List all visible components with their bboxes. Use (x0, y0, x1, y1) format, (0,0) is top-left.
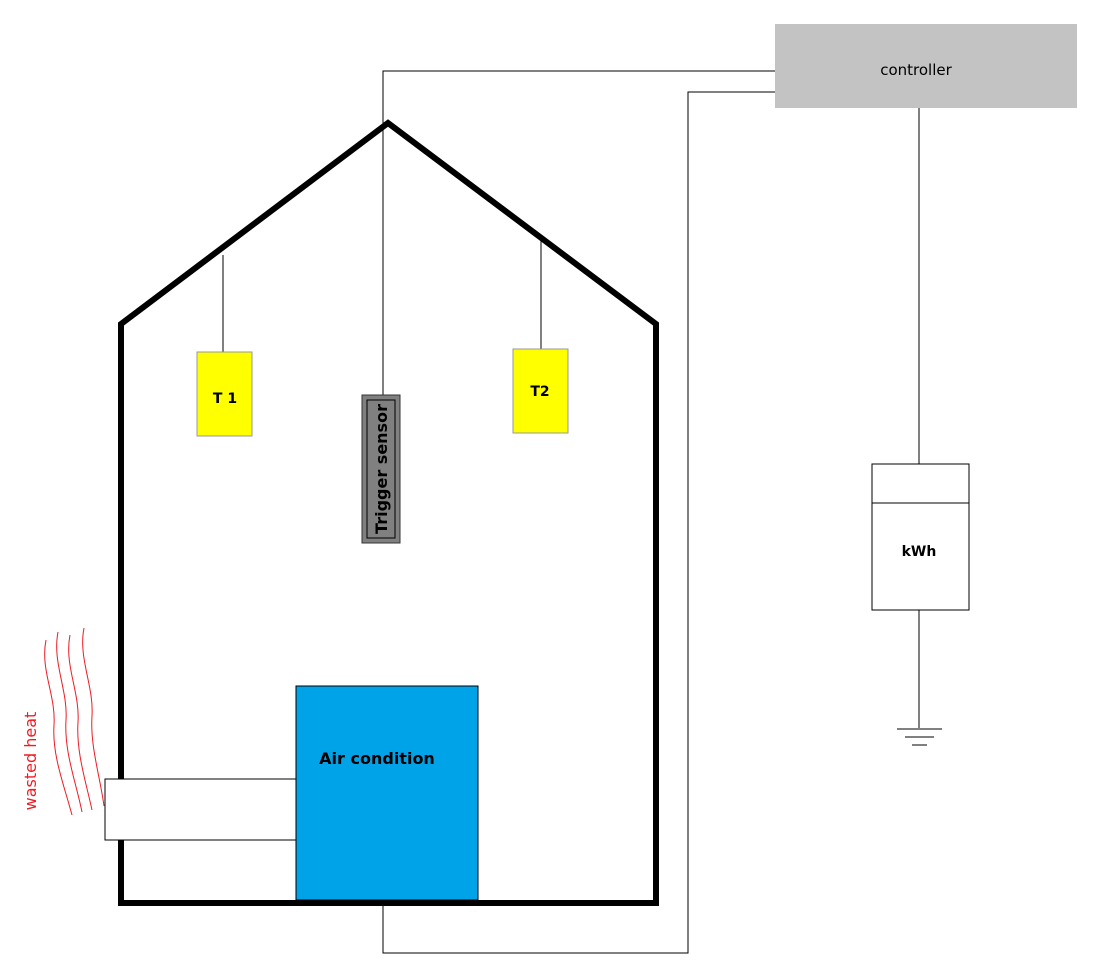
air-condition-unit (295, 685, 479, 901)
heat-waves-icon (44, 627, 105, 816)
t2-label: T2 (530, 384, 549, 400)
controller-box (775, 24, 1077, 108)
t2-sensor (512, 348, 569, 434)
trigger-sensor-wire (382, 70, 775, 395)
air-condition-wire (382, 91, 775, 954)
air-condition-label: Air condition (319, 749, 435, 768)
t1-sensor (196, 351, 253, 437)
exhaust-duct (104, 778, 298, 841)
wiring (222, 70, 920, 954)
controller-label: controller (880, 61, 952, 79)
trigger-sensor-inner (366, 399, 396, 539)
wasted-heat-label: wasted heat (21, 712, 40, 811)
trigger-sensor (361, 394, 401, 544)
t1-label: T 1 (213, 391, 237, 407)
ground-icon (897, 728, 942, 746)
kwh-meter (871, 463, 970, 611)
kwh-label: kWh (902, 544, 937, 560)
trigger-sensor-label: Trigger sensor (372, 404, 391, 534)
